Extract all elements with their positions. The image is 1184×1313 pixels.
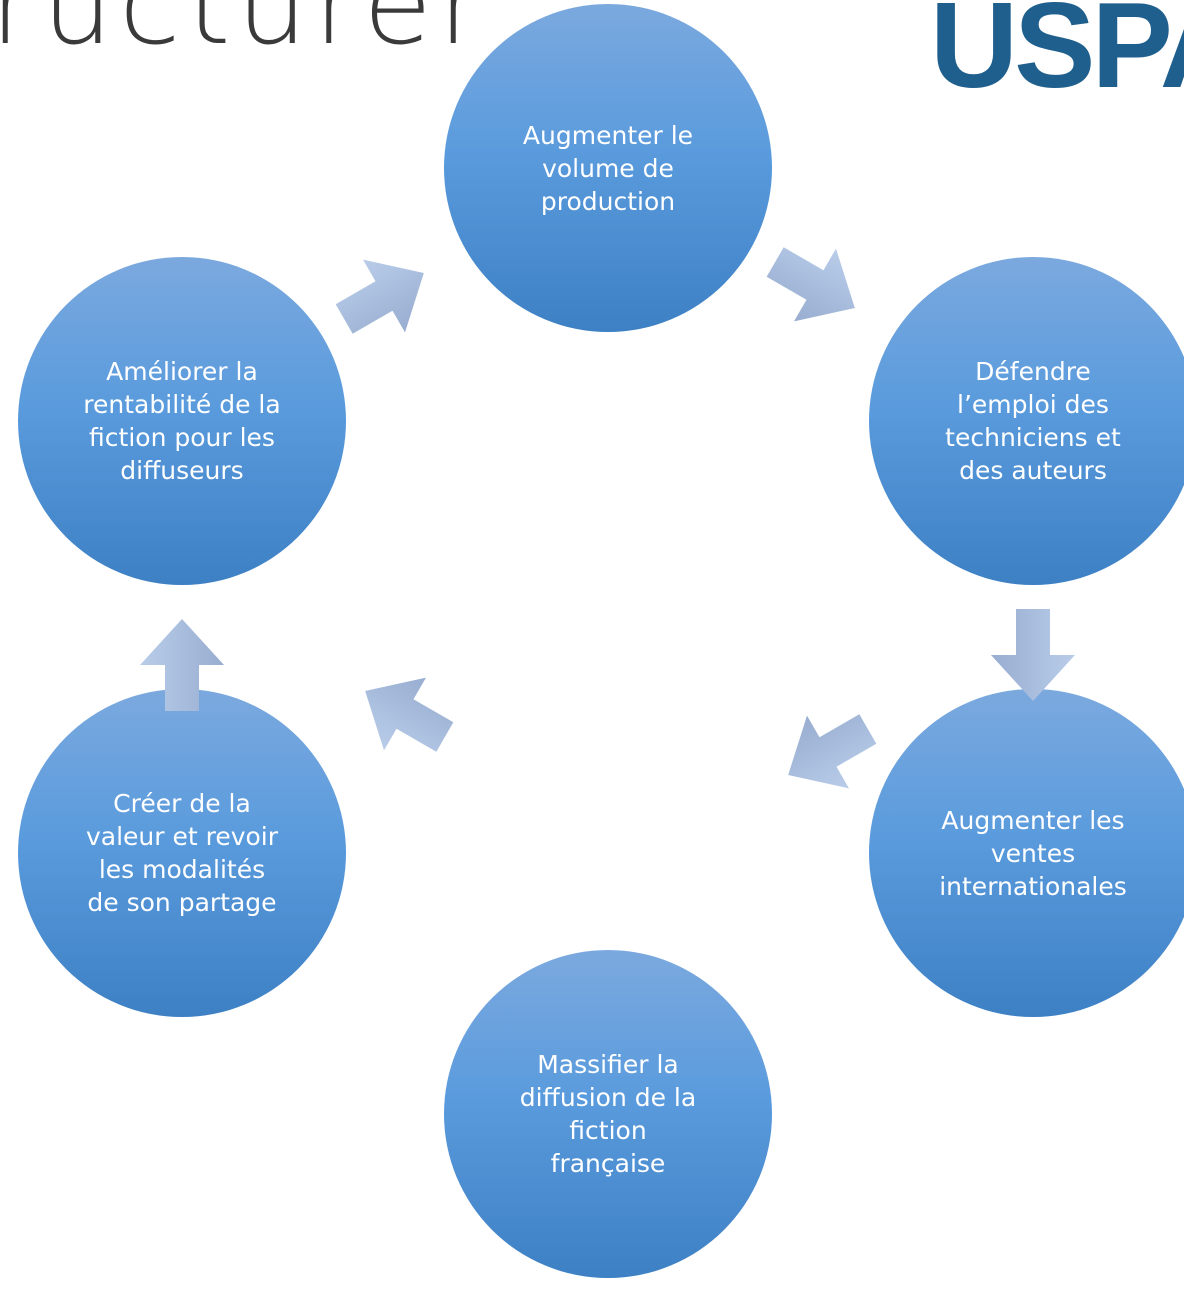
cycle-arrow [335,259,424,334]
cycle-arrow [991,609,1075,701]
node-label: Augmenter les ventes internationales [939,805,1127,901]
node-massifier-diffusion: Massifier la diffusion de la fiction fra… [444,950,772,1278]
arrow-shape [335,259,424,334]
node-augmenter-ventes: Augmenter les ventes internationales [869,689,1184,1017]
node-label: Massifier la diffusion de la fiction fra… [519,1050,697,1178]
arrow-shape [991,609,1075,701]
arrow-shape [788,714,877,789]
node-augmenter-volume: Augmenter le volume de production [444,4,772,332]
node-label: Créer de la valeur et revoir les modalit… [85,789,279,917]
node-label: Améliorer la rentabilité de la fiction p… [83,357,281,485]
node-label: Augmenter le volume de production [522,120,694,216]
arrow-shape [365,677,454,752]
cycle-arrow [766,247,855,322]
node-creer-valeur: Créer de la valeur et revoir les modalit… [18,689,346,1017]
node-defendre-emploi: Défendre l’emploi des techniciens et des… [869,257,1184,585]
node-ameliorer-rentabilite: Améliorer la rentabilité de la fiction p… [18,257,346,585]
node-label: Défendre l’emploi des techniciens et des… [945,357,1121,485]
slide-title: ructurer [0,0,491,70]
arrow-shape [140,619,224,711]
cycle-arrow [365,677,454,752]
arrow-shape [766,247,855,322]
cycle-arrow [788,714,877,789]
cycle-arrow [140,619,224,711]
